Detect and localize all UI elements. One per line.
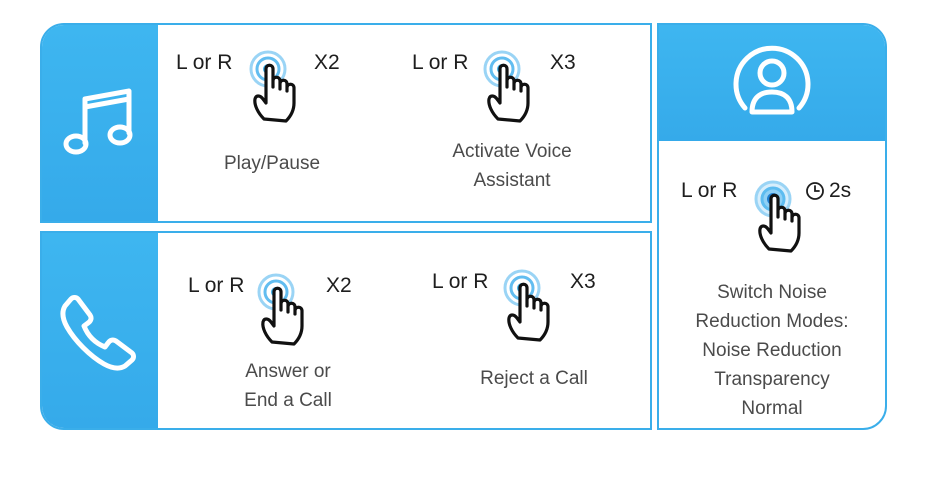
user-icon (733, 45, 811, 115)
phone-icon (60, 294, 136, 371)
answer-end-call-label: Answer or End a Call (208, 357, 368, 415)
noise-control-panel: L or R 2s Switch Noise Reduction Modes: … (657, 23, 887, 430)
music-controls-panel: L or R X2 Play/Pause L or R X3 Activate … (40, 23, 652, 223)
clock-icon (806, 182, 824, 200)
gesture-side-label: L or R (432, 270, 489, 293)
noise-mode-label: Switch Noise Reduction Modes: Noise Redu… (659, 278, 885, 423)
music-note-icon (63, 88, 133, 155)
triple-tap-hand-icon (482, 47, 542, 130)
caption-line: Noise Reduction (702, 340, 842, 361)
caption-line: End a Call (244, 390, 332, 411)
phone-icon-strip (42, 233, 158, 428)
tap-count-x2: X2 (326, 274, 352, 297)
tap-count-x2: X2 (314, 51, 340, 74)
double-tap-hand-icon (248, 47, 308, 130)
voice-assistant-label: Activate Voice Assistant (432, 137, 592, 195)
long-press-hand-icon (753, 177, 813, 260)
tap-count-x3: X3 (570, 270, 596, 293)
noise-icon-header (659, 25, 885, 141)
double-tap-hand-icon (256, 270, 316, 353)
hold-duration-label: 2s (829, 179, 852, 202)
caption-line: Reduction Modes: (695, 311, 849, 332)
gesture-side-label: L or R (188, 274, 245, 297)
gesture-side-label: L or R (681, 179, 738, 202)
gesture-side-label: L or R (412, 51, 469, 74)
hold-duration: 2s (805, 179, 851, 203)
caption-line: Answer or (245, 361, 331, 382)
caption-line: Assistant (473, 170, 551, 191)
gesture-side-label: L or R (176, 51, 233, 74)
triple-tap-hand-icon (502, 266, 562, 349)
caption-line: Play/Pause (223, 153, 321, 174)
reject-call-label: Reject a Call (454, 364, 614, 393)
play-pause-label: Play/Pause (192, 149, 352, 178)
caption-line: Activate Voice (452, 141, 572, 162)
caption-line: Reject a Call (480, 368, 588, 389)
caption-line: Transparency (714, 369, 830, 390)
tap-count-x3: X3 (550, 51, 576, 74)
call-controls-panel: L or R X2 Answer or End a Call L or R X3… (40, 231, 652, 430)
caption-line: Normal (741, 398, 803, 419)
caption-line: Switch Noise (717, 282, 827, 303)
music-icon-strip (42, 25, 158, 221)
